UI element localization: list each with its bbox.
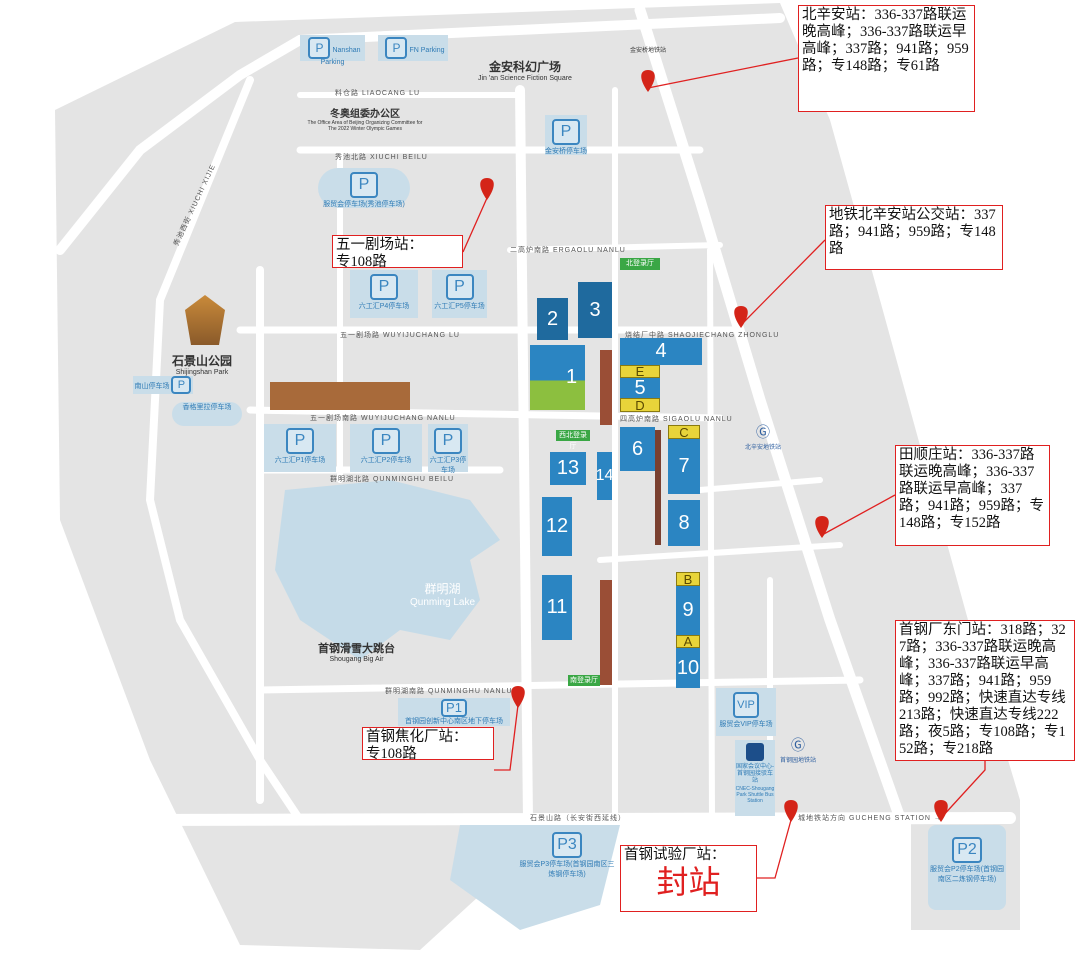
callout-coking-plant: 首钢焦化厂站：专108路: [362, 727, 494, 762]
pin-icon: [784, 800, 798, 822]
hall-14[interactable]: 14: [596, 452, 613, 500]
hall-4[interactable]: 4: [620, 338, 702, 365]
pin-icon: [734, 306, 748, 328]
metro-jinanqiao: 金安桥地铁站: [630, 48, 667, 54]
factory-building-icon: [270, 382, 410, 410]
callout-wuyi-theater: 五一剧场站：专108路: [332, 235, 463, 270]
north-hall: 北登录厅: [620, 258, 660, 270]
pin-icon: [815, 516, 829, 538]
hall-12[interactable]: 12: [542, 497, 572, 556]
hall-3[interactable]: 3: [578, 282, 612, 338]
bus-stop-pins: [480, 70, 948, 822]
hall-13[interactable]: 13: [550, 452, 586, 485]
parking-shangrila: 香格里拉停车场: [172, 402, 242, 426]
northwest-hall: 西北登录厅: [556, 430, 590, 450]
road-label: 料仓路 LIAOCANG LU: [335, 90, 421, 97]
road-label: 城地铁站方向 GUCHENG STATION →: [798, 815, 942, 822]
pin-icon: [934, 800, 948, 822]
road-label: 四高炉南路 SIGAOLU NANLU: [620, 416, 733, 423]
road-label: 石景山路（长安街西延线）: [530, 815, 626, 822]
road-label: 秀池北路 XIUCHI BEILU: [335, 154, 428, 161]
hall-9[interactable]: 9: [676, 586, 700, 635]
callout-metro-beixinan: 地铁北辛安站公交站：337路；941路；959路；专148路: [825, 205, 1003, 270]
callout-connectors: [462, 57, 986, 879]
hall-7[interactable]: 7: [668, 439, 700, 494]
hall-6[interactable]: 6: [620, 427, 655, 471]
road-label: 烧结厂中路 SHAOJIECHANG ZHONGLU: [625, 332, 780, 339]
road-label: 五一剧场路 WUYIJUCHANG LU: [340, 332, 460, 339]
hall-1[interactable]: 1: [530, 345, 585, 410]
parking-nanshan-2: 南山停车场 P: [133, 376, 193, 394]
road-label: 群明湖南路 QUNMINGHU NANLU: [385, 688, 513, 695]
callout-tianshunzhuang: 田顺庄站：336-337路联运晚高峰；336-337路联运早高峰；337路；94…: [895, 445, 1050, 546]
label-c: C: [668, 425, 700, 440]
road-label: 五一剧场南路 WUYIJUCHANG NANLU: [310, 415, 456, 422]
chimney-icon: [655, 430, 661, 545]
hall-11[interactable]: 11: [542, 575, 572, 640]
qunming-lake: [275, 480, 500, 660]
blast-furnace-icon: [600, 350, 612, 425]
south-hall: 南登录厅: [568, 675, 600, 686]
hall-2[interactable]: 2: [537, 298, 568, 340]
pin-icon: [511, 686, 525, 708]
label-e: E: [620, 364, 660, 379]
pin-icon: [641, 70, 655, 92]
label-a: A: [676, 634, 700, 649]
label-b: B: [676, 572, 700, 587]
label-d: D: [620, 398, 660, 413]
hall-10[interactable]: 10: [676, 648, 700, 688]
pin-icon: [480, 178, 494, 200]
callout-test-plant: 首钢试验厂站：封站: [620, 845, 757, 912]
park-ground: [55, 3, 1020, 950]
road-label: 二高炉南路 ERGAOLU NANLU: [510, 247, 626, 254]
callout-east-gate: 首钢厂东门站：318路；327路；336-337路联运晚高峰；336-337路联…: [895, 620, 1075, 761]
callout-beixinan: 北辛安站：336-337路联运晚高峰；336-337路联运早高峰；337路；94…: [798, 5, 975, 112]
blast-furnace-icon: [600, 580, 612, 685]
road-label: 群明湖北路 QUNMINGHU BEILU: [330, 476, 455, 483]
hall-5[interactable]: 5: [620, 377, 660, 399]
bus-icon: [746, 743, 764, 761]
hall-8[interactable]: 8: [668, 500, 700, 546]
